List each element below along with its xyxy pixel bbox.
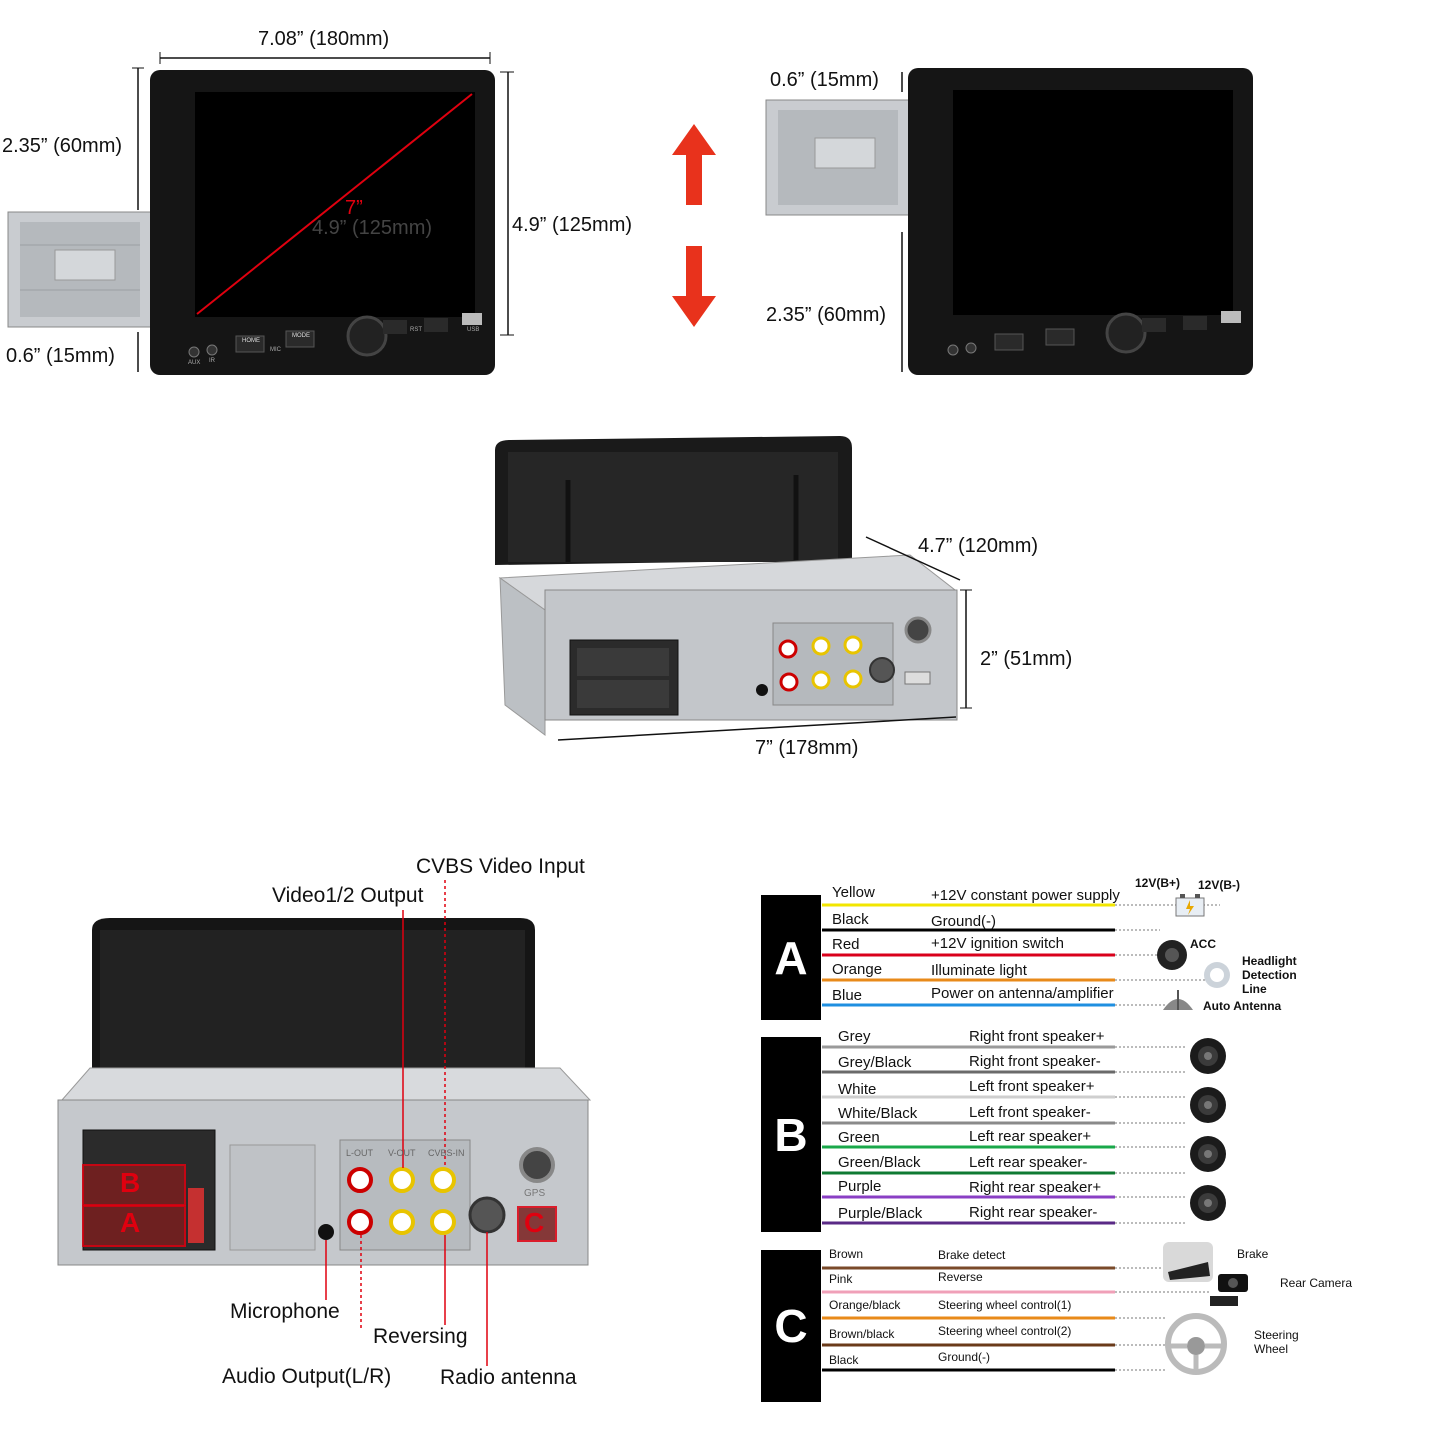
- rear-camera-label: Rear Camera: [1280, 1276, 1353, 1290]
- wire-b3-desc: Left front speaker+: [969, 1078, 1095, 1095]
- home-button-label: HOME: [242, 338, 260, 344]
- wire-a3-color: Red: [832, 936, 860, 953]
- radio-antenna-callout: Radio antenna: [440, 1366, 577, 1389]
- wire-a3-desc: +12V ignition switch: [931, 935, 1064, 952]
- wire-a5-desc: Power on antenna/amplifier: [931, 985, 1114, 1002]
- mic-label: MIC: [270, 347, 281, 353]
- mode-button-label: MODE: [292, 333, 310, 339]
- cvbs-callout: CVBS Video Input: [416, 855, 585, 878]
- gps-label: GPS: [524, 1188, 546, 1199]
- down-arrow-icon: [672, 246, 716, 327]
- lout-label: L-OUT: [346, 1148, 373, 1158]
- wire-c4-color: Brown/black: [829, 1327, 895, 1341]
- wire-c3-desc: Steering wheel control(1): [938, 1298, 1072, 1312]
- up-arrow-icon: [672, 124, 716, 205]
- speaker-icon: [1190, 1185, 1226, 1221]
- speaker-icon: [1190, 1038, 1226, 1074]
- group-a-block: A: [761, 895, 821, 1020]
- block-c-label: C: [524, 1207, 545, 1238]
- raised-depth-dimension: 2.35” (60mm): [766, 304, 887, 326]
- wire-b6-desc: Left rear speaker-: [969, 1154, 1088, 1171]
- ignition-icon: [1157, 940, 1187, 970]
- wire-b1-color: Grey: [838, 1028, 871, 1045]
- usb-label: USB: [467, 327, 480, 333]
- wire-b7-desc: Right rear speaker+: [969, 1179, 1102, 1196]
- wire-c4-desc: Steering wheel control(2): [938, 1324, 1072, 1338]
- height-dimension: 4.9” (125mm): [512, 214, 633, 236]
- microphone-callout: Microphone: [230, 1300, 340, 1323]
- group-c-block: C: [761, 1250, 821, 1402]
- block-b-label: B: [120, 1167, 141, 1198]
- wire-b2-color: Grey/Black: [838, 1054, 912, 1071]
- wire-c1-desc: Brake detect: [938, 1248, 1006, 1262]
- wire-c3-color: Orange/black: [829, 1298, 901, 1312]
- wire-b2-desc: Right front speaker-: [969, 1053, 1101, 1070]
- depth-dimension: 2.35” (60mm): [2, 135, 123, 157]
- brake-icon: [1163, 1242, 1213, 1282]
- wire-b1-desc: Right front speaker+: [969, 1028, 1105, 1045]
- headlight-icon: [1204, 962, 1230, 988]
- block-a-label: A: [120, 1207, 141, 1238]
- camera-icon: [1210, 1274, 1248, 1306]
- speaker-icon: [1190, 1136, 1226, 1172]
- offset-dimension: 0.6” (15mm): [6, 345, 115, 367]
- wire-a1-color: Yellow: [832, 884, 875, 901]
- wire-c2-color: Pink: [829, 1272, 853, 1286]
- video-output-callout: Video1/2 Output: [272, 884, 424, 907]
- diagonal-mm-label: 4.9” (125mm): [312, 217, 433, 239]
- wire-b7-color: Purple: [838, 1178, 882, 1195]
- steering-wheel-icon: [1165, 1313, 1227, 1375]
- wire-b8-desc: Right rear speaker-: [969, 1204, 1098, 1221]
- reversing-callout: Reversing: [373, 1325, 468, 1348]
- wire-c5-desc: Ground(-): [938, 1350, 991, 1364]
- ir-label: IR: [209, 358, 215, 364]
- width-dimension: 7.08” (180mm): [258, 28, 390, 50]
- rst-label: RST: [410, 327, 422, 333]
- vout-label: V-OUT: [388, 1148, 416, 1158]
- auto-antenna-label: Auto Antenna: [1203, 999, 1282, 1013]
- brake-label: Brake: [1237, 1247, 1269, 1261]
- group-b-block: B: [761, 1037, 821, 1232]
- cvbsin-label: CVBS-IN: [428, 1148, 465, 1158]
- acc-label: ACC: [1190, 937, 1216, 951]
- audio-output-callout: Audio Output(L/R): [222, 1365, 392, 1388]
- battery-icon: [1175, 894, 1205, 917]
- wire-b3-color: White: [838, 1081, 877, 1098]
- wire-a1-desc: +12V constant power supply: [931, 887, 1120, 904]
- rear-width-dimension: 7” (178mm): [755, 737, 859, 759]
- wire-c1-color: Brown: [829, 1247, 864, 1261]
- aux-label: AUX: [188, 360, 201, 366]
- battery-pos-label: 12V(B+): [1135, 876, 1181, 890]
- wire-b4-color: White/Black: [838, 1105, 918, 1122]
- rear-depth-dimension: 4.7” (120mm): [918, 535, 1039, 557]
- wire-b6-color: Green/Black: [838, 1154, 921, 1171]
- speaker-icon: [1190, 1087, 1226, 1123]
- wire-b8-color: Purple/Black: [838, 1205, 923, 1222]
- raised-offset-dimension: 0.6” (15mm): [770, 69, 879, 91]
- wire-b4-desc: Left front speaker-: [969, 1104, 1091, 1121]
- wire-c2-desc: Reverse: [938, 1270, 983, 1284]
- wire-a4-color: Orange: [832, 961, 883, 978]
- headlight-label: Headlight Detection Line: [1242, 954, 1297, 996]
- battery-neg-label: 12V(B-): [1198, 878, 1241, 892]
- wire-b5-color: Green: [838, 1129, 880, 1146]
- rear-height-dimension: 2” (51mm): [980, 648, 1073, 670]
- wire-a5-color: Blue: [832, 987, 863, 1004]
- wire-a4-desc: Illuminate light: [931, 962, 1027, 979]
- diagonal-inch-label: 7”: [345, 197, 363, 219]
- wire-a2-desc: Ground(-): [931, 913, 997, 930]
- antenna-icon: [1163, 990, 1193, 1010]
- wire-a2-color: Black: [832, 911, 869, 928]
- wire-c5-color: Black: [829, 1353, 859, 1367]
- steering-wheel-label: Steering Wheel: [1254, 1328, 1299, 1356]
- wire-b5-desc: Left rear speaker+: [969, 1128, 1092, 1145]
